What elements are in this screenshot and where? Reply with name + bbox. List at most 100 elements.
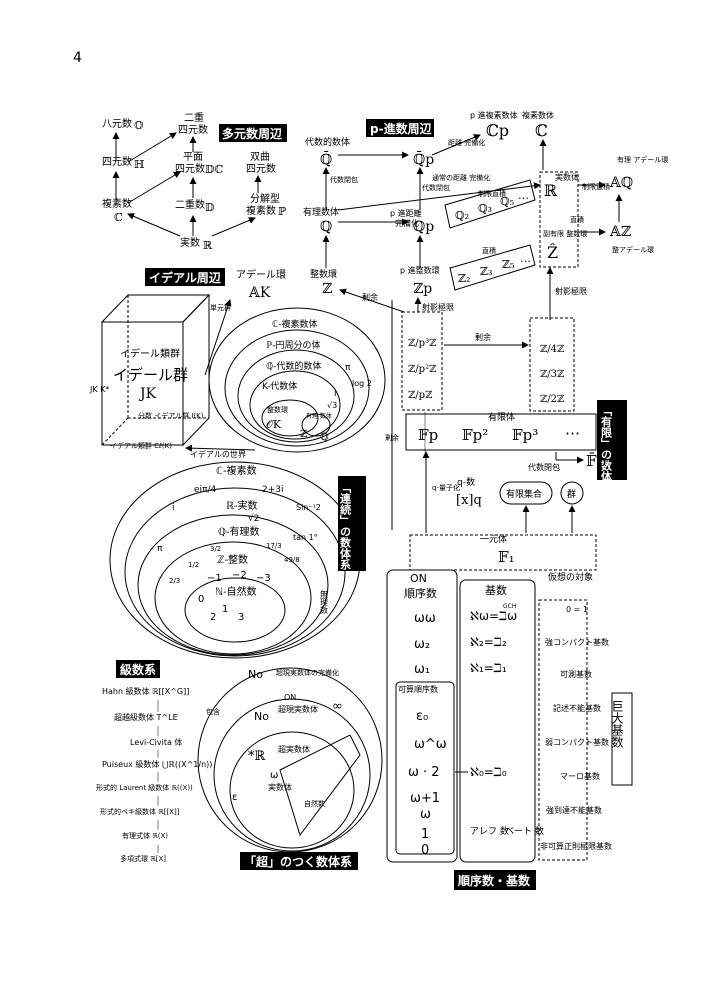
title-box-ideal: [145, 268, 225, 286]
real-label-cont: ℝ-実数: [226, 499, 258, 512]
q-deform-label: q-量子化: [432, 483, 460, 492]
surreal-label: 超現実数体: [278, 704, 318, 714]
continuous-section: 「連続」の数体系 ℂ-複素数 ℝ-実数 ℚ-有理数 ℤ-整数 ℕ-自然数 eiπ…: [109, 461, 366, 659]
direct-product-label-1: 直積: [482, 246, 496, 255]
rational-field-symbol: ℚ: [320, 219, 332, 235]
omega1-label: ω₁: [414, 662, 430, 677]
omega-label: ω: [420, 807, 431, 822]
zero-label: 0: [421, 843, 429, 858]
projective-limit-label-2: 射影極限: [422, 302, 454, 312]
arrow-residue-to-z: [339, 288, 405, 313]
no-label: No: [248, 668, 263, 681]
n3-label: 3: [238, 612, 244, 623]
complex-label-cont: ℂ-複素数: [216, 464, 257, 477]
arrow-quat-to-bicomplex: [127, 132, 177, 163]
sin-label: Sin⁻¹2: [296, 503, 321, 512]
ellipse-hyperreal: [229, 731, 355, 849]
series-puiseux: Puiseux 級数体 ⋃ℝ((X^1/n)): [102, 759, 212, 769]
fp-symbol: 𝔽p: [418, 426, 438, 444]
algebraic-number-label: 代数的数体: [305, 136, 350, 148]
aleph-name-label: アレフ 数: [470, 825, 509, 837]
split-symbol: ℙ: [278, 205, 286, 218]
projective-limit-label: 射影極限: [555, 286, 587, 296]
fp3-symbol: 𝔽p³: [512, 426, 538, 444]
cardinal-box: [459, 579, 536, 863]
on-super-label: ON: [284, 693, 296, 702]
real-symbol: ℝ: [203, 239, 213, 252]
hyperreal-label: 超実数体: [278, 744, 310, 754]
omega-super: ω: [270, 770, 278, 781]
z3-label: ℤ/3ℤ: [540, 369, 564, 380]
padic-completion-label-1: p 進距離: [390, 208, 422, 218]
finite-dots: ⋯: [565, 424, 580, 442]
natural-label-cont: ℕ-自然数: [215, 585, 257, 598]
group-label: 群: [567, 488, 576, 500]
arrow-qpbar-to-cp: [431, 134, 481, 156]
complex-symbol: ℂ: [114, 211, 123, 224]
eps-super: ε: [232, 792, 237, 803]
series-hahn: Hahn 級数体 ℝ[[X^G]]: [102, 686, 189, 696]
mahlo-label: マーロ基数: [560, 771, 600, 781]
split-label-1: 分解型: [250, 192, 280, 205]
sqrt3-label: √3: [327, 401, 337, 410]
ellipse-complex: [208, 307, 386, 453]
title-box-ordinal: [454, 870, 536, 890]
series-power: 形式的ベキ級数体 ℝ[[X]]: [100, 807, 180, 816]
series-rational: 有理式体 ℝ(X): [122, 831, 168, 840]
rational-field-ellipse-label: 有理 数体: [306, 412, 332, 420]
zn-column-box: [529, 317, 575, 412]
virtual-object-label: 仮想の対象: [548, 571, 593, 583]
zhat-label: 副有限 整数環: [543, 229, 587, 238]
i-cont-label: i: [172, 503, 175, 513]
idele-group-label: イデール群: [113, 366, 188, 384]
omega2-label: ω₂: [414, 637, 430, 652]
series-section: 級数系 Hahn 級数体 ℝ[[X^G]] 超越級数体 T^LE Levi-Ci…: [96, 660, 212, 863]
ellipse-integer: [154, 541, 312, 655]
zp-label: p 進整数環: [400, 265, 440, 275]
hyperbolic-label-1: 双曲: [250, 151, 270, 163]
weakly-compact-label: 弱コンパクト基数: [545, 737, 609, 747]
arrow-real-to-complex: [127, 213, 181, 237]
restricted-product-label: 制限直積: [478, 189, 506, 198]
neg1-label: −1: [207, 573, 222, 584]
finite-set-oval: [499, 481, 553, 505]
adele-ring-label: 有理 アデール環: [617, 155, 668, 164]
arrow-q-to-r: [337, 182, 541, 211]
algebraic-number-symbol: ℚ̄: [320, 150, 332, 168]
title-box-super: [240, 852, 358, 870]
zp2-label: ℤ/p²ℤ: [408, 364, 436, 375]
series-transseries: 超越級数体 T^LE: [114, 712, 178, 722]
frac2-3-label: 2/3: [169, 577, 180, 585]
zp-symbol: ℤp: [413, 281, 432, 297]
title-box-series: [116, 660, 160, 678]
infinity-label: ∞: [332, 699, 343, 714]
zp-sequence-box: [449, 244, 536, 291]
remainder-middle-label: 剰余: [475, 332, 491, 342]
frac17-3-label: 17/3: [266, 542, 282, 550]
ellipse-k: [249, 370, 341, 440]
frac3-2-label: 3/2: [210, 545, 221, 553]
real-label-super: 実数体: [268, 782, 292, 792]
qp-bar-symbol: ℚ̄p: [413, 150, 434, 168]
zp-seq-5: ℤ₅: [502, 258, 514, 271]
cp-symbol: ℂp: [486, 121, 509, 140]
qx-symbol: [x]q: [456, 493, 482, 508]
log2-label: log 2: [352, 379, 372, 388]
ineffable-label: 記述不能基数: [553, 703, 601, 713]
aleph0-label: ℵ₀=ℶ₀: [470, 765, 507, 779]
integer-ring-label: 整数環: [310, 268, 337, 280]
uncountable-regular-label: 非可算正則極限基数: [540, 841, 612, 851]
cardinal-label: 基数: [485, 584, 507, 597]
unit-group-label: 単元群: [210, 303, 231, 312]
ordinal-box: [386, 569, 458, 863]
no-label-2: No: [254, 710, 269, 723]
gch-label: GCH: [503, 603, 516, 610]
natural-label-super: 自然数: [304, 799, 325, 808]
quaternion-label: 四元数: [102, 155, 132, 168]
title-ordinal-cardinal: 順序数・基数: [457, 873, 531, 888]
series-levi-civita: Levi-Civita 体: [130, 737, 182, 747]
ellipse-ok: [261, 399, 319, 437]
zp-seq-dots: …: [520, 252, 531, 265]
title-box-large: [611, 692, 633, 786]
zp-seq-3: ℤ₃: [480, 265, 492, 278]
